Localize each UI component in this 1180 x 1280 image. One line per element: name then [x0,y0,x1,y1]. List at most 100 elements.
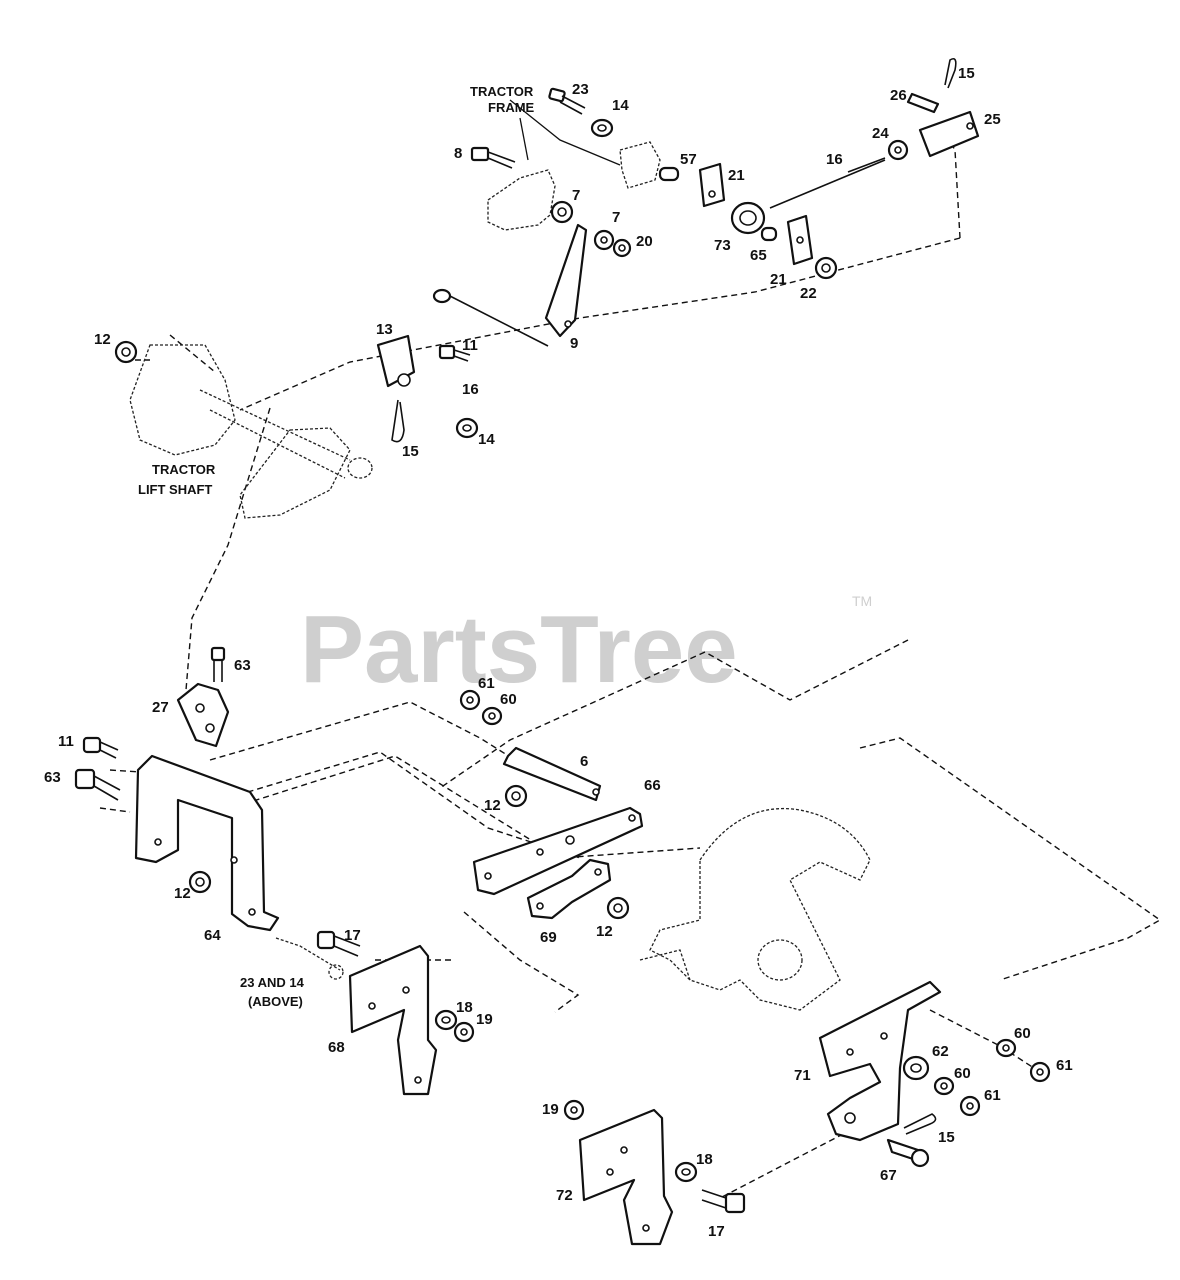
callout: 65 [750,247,767,264]
callout: 24 [872,125,889,142]
callout: 63 [44,769,61,786]
bolt-23-and-14-ref [275,937,344,980]
callout: 7 [572,187,580,204]
nut-12-center [504,784,528,808]
bolt-17-left [316,930,361,957]
transaxle-sketch [639,807,871,1011]
callout: 12 [174,885,191,902]
bolt-8 [470,146,516,169]
callout: 8 [454,145,462,162]
note-above-line1: 23 AND 14 [240,975,305,990]
callout: 16 [826,151,843,168]
watermark-brand: PartsTree [300,596,738,703]
link-6 [502,746,602,802]
bolt-63-top [210,646,226,682]
bellcrank-9 [544,223,588,338]
note-tractor-frame-line1: TRACTOR [470,84,534,99]
rod-16-top [769,157,886,209]
note-tractor-frame-line2: FRAME [488,100,535,115]
washer-7-a [550,200,574,224]
callout: 27 [152,699,169,716]
callout: 19 [542,1101,559,1118]
nut-12-mid [188,870,212,894]
plate-72 [578,1108,674,1246]
callout: 60 [500,691,517,708]
callout: 23 [572,81,589,98]
rod-16-lower [432,288,549,347]
callout: 18 [696,1151,713,1168]
hairpin-15-lower [391,399,405,443]
plate-69 [526,858,612,920]
callout: 69 [540,929,557,946]
callout: 12 [94,331,111,348]
callout: 66 [644,777,661,794]
callout: 73 [714,237,731,254]
callout: 15 [938,1129,955,1146]
bolt-17-bottom [701,1189,746,1214]
callout: 63 [234,657,251,674]
note-lift-shaft-line2: LIFT SHAFT [138,482,212,497]
nut-20 [612,238,632,258]
bolt-23-top [548,87,586,115]
callout: 17 [344,927,361,944]
washer-60-center [481,706,503,726]
bracket-64 [134,754,280,932]
callout: 61 [478,675,495,692]
pin-67 [886,1138,930,1168]
callout: 6 [580,753,588,770]
bolt-63-mid [74,768,121,801]
washer-7-b [593,229,615,251]
plate-66 [472,806,644,896]
nut-24 [887,139,909,161]
callout: 60 [1014,1025,1031,1042]
bracket-27 [176,682,230,748]
callout: 16 [462,381,479,398]
callout: 57 [680,151,697,168]
plate-21-b [786,214,814,266]
callouts: 15 26 25 23 14 8 57 21 16 24 7 7 20 73 6… [44,65,1073,1240]
callout: 61 [1056,1057,1073,1074]
callout: 18 [456,999,473,1016]
callout: 60 [954,1065,971,1082]
callout: 25 [984,111,1001,128]
clevis-25 [918,110,980,158]
nut-61-right-b [959,1095,981,1117]
callout: 19 [476,1011,493,1028]
washer-18-bottom [674,1161,698,1183]
watermark-trademark: TM [852,593,872,609]
callout: 20 [636,233,653,250]
callout: 72 [556,1187,573,1204]
washer-62 [902,1055,930,1081]
callout: 15 [402,443,419,460]
callout: 9 [570,335,578,352]
spacer-57 [658,166,680,182]
washer-14-top [590,118,614,138]
callout: 61 [984,1087,1001,1104]
callout: 71 [794,1067,811,1084]
callout: 62 [932,1043,949,1060]
callout: 21 [728,167,745,184]
nut-12-top [114,340,138,364]
callout: 21 [770,271,787,288]
washer-14-lower [455,417,479,439]
bracket-71 [818,980,942,1142]
tractor-lift-shaft-sketch [129,344,373,519]
washer-18-left [434,1009,458,1031]
callout: 7 [612,209,620,226]
callout: 12 [484,797,501,814]
callout: 14 [612,97,629,114]
bracket-13 [376,334,416,388]
leaders [509,99,621,166]
callout: 12 [596,923,613,940]
pin-26 [906,92,940,114]
callout: 64 [204,927,221,944]
callout: 11 [462,337,478,354]
washer-60-right-a [995,1038,1017,1058]
bolt-11-mid [82,736,119,759]
nut-22 [814,256,838,280]
washer-60-right-b [933,1076,955,1096]
assembly-lines [99,124,1162,1199]
callout: 14 [478,431,495,448]
callout: 67 [880,1167,897,1184]
